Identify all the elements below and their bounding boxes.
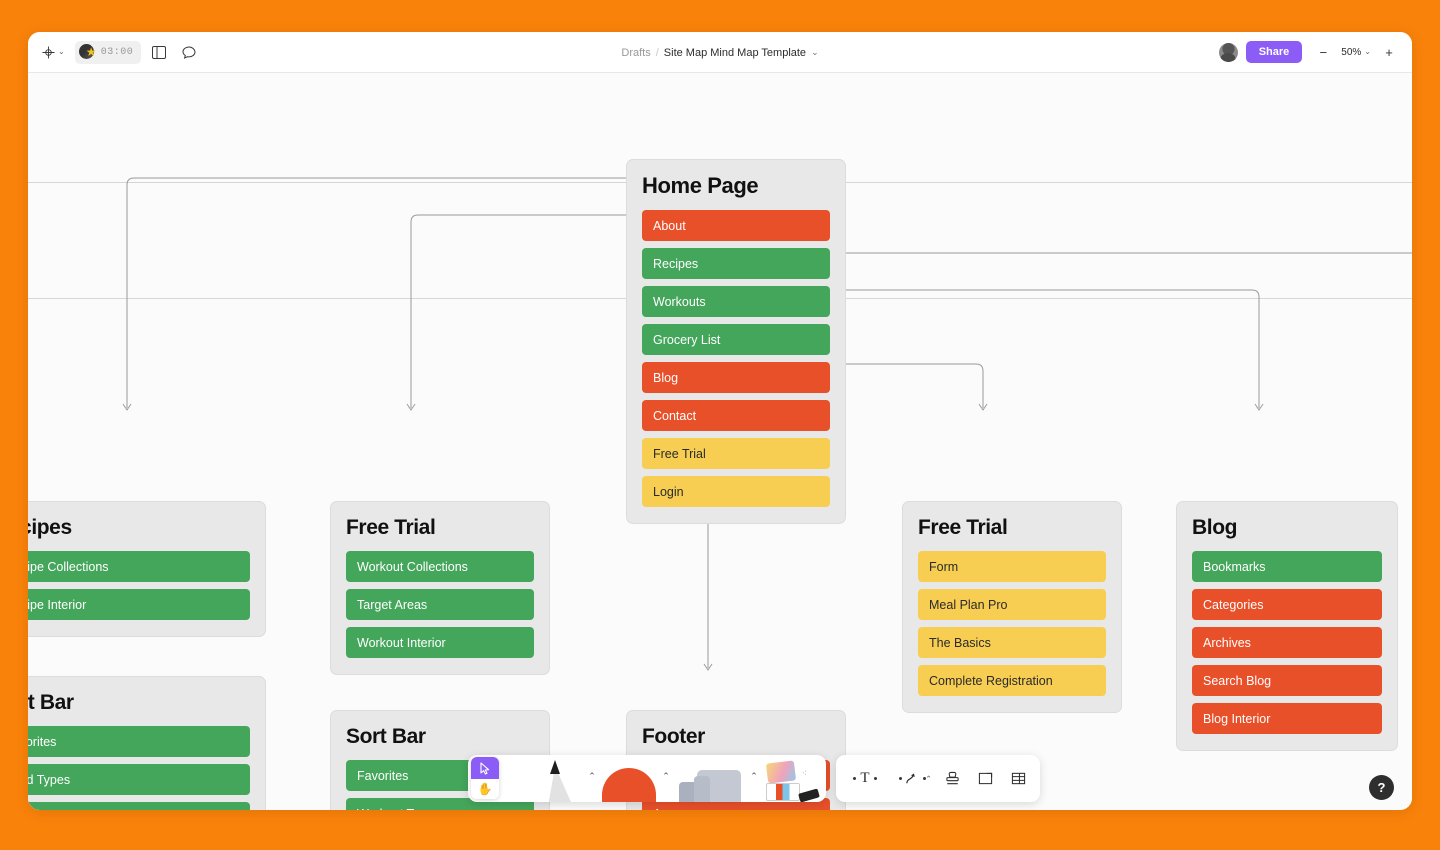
zoom-in-button[interactable]: + xyxy=(1385,44,1393,60)
canvas[interactable]: Home Page About Recipes Workouts Grocery… xyxy=(28,73,1412,810)
connector-wires xyxy=(122,177,1412,671)
comment-icon[interactable] xyxy=(177,40,201,64)
object-tools-cluster: T ⌃ xyxy=(836,755,1040,802)
zoom-level-value: 50% xyxy=(1341,46,1362,58)
breadcrumb: Drafts / Site Map Mind Map Template ⌄ xyxy=(28,32,1412,73)
card-title: Blog xyxy=(1192,516,1238,539)
card-blog[interactable]: Blog Bookmarks Categories Archives Searc… xyxy=(1176,501,1398,752)
frame-tool-icon xyxy=(677,766,743,802)
bottom-toolbar: ✋ ⌃ ⌃ xyxy=(468,755,1040,802)
card-sort-bar-left[interactable]: Sort Bar Favorites Food Types Dietary Sp… xyxy=(28,676,266,810)
text-tool[interactable]: T xyxy=(842,763,888,795)
frame-tool-expand[interactable]: ⌃ xyxy=(750,771,758,781)
node-search-blog[interactable]: Search Blog xyxy=(1192,665,1382,697)
node-workouts[interactable]: Workouts xyxy=(642,286,830,318)
node-free-trial[interactable]: Free Trial xyxy=(642,438,830,470)
figma-logo-icon xyxy=(42,45,55,59)
node-complete-registration[interactable]: Complete Registration xyxy=(918,665,1106,697)
card-title: Free Trial xyxy=(918,516,1008,539)
node-dietary[interactable]: Dietary xyxy=(28,802,250,810)
card-title: Home Page xyxy=(642,173,759,198)
node-blog-interior[interactable]: Blog Interior xyxy=(1192,703,1382,735)
node-about[interactable]: About xyxy=(642,210,830,242)
node-workout-collections[interactable]: Workout Collections xyxy=(346,551,534,583)
node-workout-types[interactable]: Workout Types xyxy=(346,798,534,810)
chevron-down-icon: ⌄ xyxy=(58,47,65,56)
toolbar-right-group: Share − 50% ⌄ + xyxy=(1218,41,1412,63)
card-title: Sort Bar xyxy=(346,725,426,748)
zoom-level-dropdown[interactable]: 50% ⌄ xyxy=(1336,44,1376,61)
shape-tool-slot[interactable] xyxy=(600,755,658,802)
card-recipes[interactable]: Recipes Recipe Collections Recipe Interi… xyxy=(28,501,266,638)
top-toolbar: ⌄ ★ 03:00 xyxy=(28,32,1412,73)
help-button[interactable]: ? xyxy=(1369,775,1394,800)
pen-tool-icon xyxy=(535,758,575,802)
node-form[interactable]: Form xyxy=(918,551,1106,583)
main-menu-button[interactable]: ⌄ xyxy=(38,43,69,62)
page-title[interactable]: Site Map Mind Map Template xyxy=(663,46,807,59)
hand-tool[interactable]: ✋ xyxy=(471,779,499,799)
node-blog[interactable]: Blog xyxy=(642,362,830,394)
star-icon: ★ xyxy=(85,44,97,59)
card-title: Sort Bar xyxy=(28,691,74,714)
node-bookmarks[interactable]: Bookmarks xyxy=(1192,551,1382,583)
sticker-tool-icon: ⁖ xyxy=(765,760,823,802)
toolbar-left-group: ⌄ ★ 03:00 xyxy=(28,40,201,64)
node-target-areas[interactable]: Target Areas xyxy=(346,589,534,621)
share-button[interactable]: Share xyxy=(1245,41,1303,63)
breadcrumb-separator: / xyxy=(655,46,659,59)
node-archives[interactable]: Archives xyxy=(1192,627,1382,659)
pen-tool-slot[interactable] xyxy=(526,755,584,802)
table-tool[interactable] xyxy=(1002,763,1034,795)
avatar[interactable] xyxy=(1218,42,1238,62)
timer-widget[interactable]: ★ 03:00 xyxy=(74,40,142,64)
timer-icon: ★ xyxy=(78,43,97,61)
card-home-page[interactable]: Home Page About Recipes Workouts Grocery… xyxy=(626,159,846,525)
chevron-down-icon[interactable]: ⌄ xyxy=(811,47,819,57)
shape-tool-icon xyxy=(602,768,656,802)
connector-tool[interactable]: ⌃ xyxy=(889,763,935,795)
zoom-controls: − 50% ⌄ + xyxy=(1312,41,1400,63)
cursor-tool[interactable] xyxy=(471,757,499,779)
stamp-tool[interactable] xyxy=(936,763,968,795)
chevron-up-icon[interactable]: ⌃ xyxy=(925,774,932,783)
shape-tool-expand[interactable]: ⌃ xyxy=(662,771,670,781)
chevron-down-icon: ⌄ xyxy=(1364,47,1371,56)
creation-tools-cluster: ✋ ⌃ ⌃ xyxy=(468,755,826,802)
node-login[interactable]: Login xyxy=(642,476,830,508)
node-grocery-list[interactable]: Grocery List xyxy=(642,324,830,356)
card-free-trial-left[interactable]: Free Trial Workout Collections Target Ar… xyxy=(330,501,550,676)
node-favorites[interactable]: Favorites xyxy=(28,726,250,758)
timer-value: 03:00 xyxy=(100,46,134,58)
app-window: ⌄ ★ 03:00 xyxy=(28,32,1412,810)
breadcrumb-parent[interactable]: Drafts xyxy=(621,46,651,59)
pen-tool-expand[interactable]: ⌃ xyxy=(588,771,596,781)
card-title: Free Trial xyxy=(346,516,436,539)
cursor-tool-stack[interactable]: ✋ xyxy=(471,757,499,799)
node-recipes[interactable]: Recipes xyxy=(642,248,830,280)
node-apps[interactable]: Apps xyxy=(642,798,830,810)
frame-tool-slot[interactable] xyxy=(674,755,746,802)
layout-panel-icon[interactable] xyxy=(147,40,171,64)
zoom-out-button[interactable]: − xyxy=(1319,44,1328,60)
node-workout-interior[interactable]: Workout Interior xyxy=(346,627,534,659)
node-the-basics[interactable]: The Basics xyxy=(918,627,1106,659)
node-food-types[interactable]: Food Types xyxy=(28,764,250,796)
cursor-tool-slot[interactable]: ✋ xyxy=(468,755,526,802)
node-meal-plan-pro[interactable]: Meal Plan Pro xyxy=(918,589,1106,621)
node-recipe-collections[interactable]: Recipe Collections xyxy=(28,551,250,583)
sticky-note-tool[interactable] xyxy=(969,763,1001,795)
node-contact[interactable]: Contact xyxy=(642,400,830,432)
card-title: Footer xyxy=(642,725,705,748)
node-recipe-interior[interactable]: Recipe Interior xyxy=(28,589,250,621)
card-title: Recipes xyxy=(28,516,72,539)
card-free-trial-right[interactable]: Free Trial Form Meal Plan Pro The Basics… xyxy=(902,501,1122,714)
sticker-tool-slot[interactable]: ⁖ xyxy=(762,755,826,802)
node-categories[interactable]: Categories xyxy=(1192,589,1382,621)
